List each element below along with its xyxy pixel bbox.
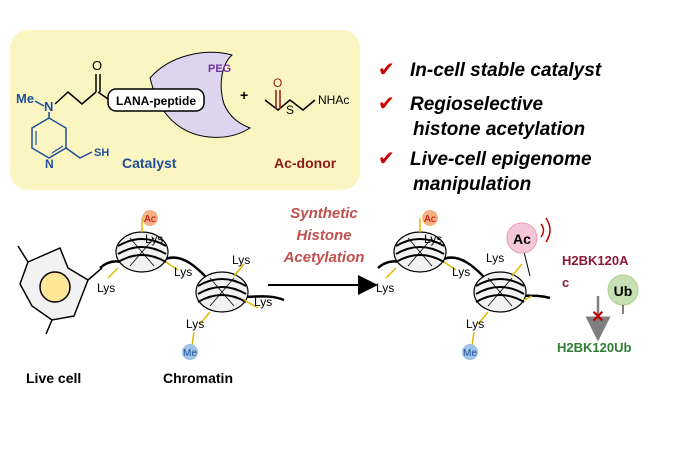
chromatin-label: Chromatin [163, 370, 233, 386]
alkyl-chain [54, 90, 97, 105]
catalyst-panel: PEG Me N O LANA-peptide N SH Catalyst + … [10, 30, 360, 190]
lys-label: Lys [424, 232, 442, 246]
pyridine-n-label: N [45, 157, 54, 171]
methyl-bond [34, 100, 45, 107]
carbonyl-o-label: O [92, 58, 102, 73]
feature-2-line-1: Regioselective [410, 94, 543, 115]
cell-nucleus [39, 271, 71, 303]
feature-1-line-1: In-cell stable catalyst [410, 60, 602, 81]
catalyst-label: Catalyst [122, 155, 177, 171]
h2b-ac-line-2: c [562, 275, 569, 290]
methyl-mark [182, 344, 198, 360]
thiol-label: SH [94, 147, 109, 159]
signal-wave-icon [545, 217, 551, 243]
lys-label: Lys [466, 317, 484, 331]
lys-label: Lys [486, 251, 504, 265]
live-cell-icon [17, 245, 103, 335]
arrow-text-1: Synthetic [290, 205, 358, 222]
block-x-icon: ✕ [591, 309, 604, 326]
nucleosome [473, 271, 527, 313]
peg-label: PEG [208, 63, 231, 75]
cell-process [87, 267, 103, 281]
h2b-ub-label: H2BK120Ub [557, 340, 631, 355]
lys-label: Lys [452, 265, 470, 279]
amine-n-label: N [44, 99, 53, 114]
acetyl-mark [422, 210, 438, 226]
donor-nhac-label: NHAc [318, 93, 349, 107]
lys-label: Lys [145, 232, 163, 246]
ac-label: Ac [424, 214, 436, 225]
me-label: Me [463, 348, 477, 359]
cell-process [17, 245, 29, 263]
pyridine-ring [31, 117, 67, 159]
check-icon: ✔ [378, 93, 395, 115]
live-cell-label: Live cell [26, 370, 81, 386]
thiol-chain [65, 147, 93, 159]
donor-o-label: O [273, 76, 282, 90]
methyl-label: Me [16, 91, 34, 106]
cell-process [45, 319, 53, 335]
chromatin-right: Ac Lys Lys Lys Lys Lys Me Ac [376, 210, 551, 360]
nucleosome [195, 271, 249, 313]
feature-3-line-1: Live-cell epigenome [410, 149, 592, 170]
arrow-text-2: Histone [296, 227, 351, 244]
arrow-text-3: Acetylation [283, 249, 365, 266]
lys-label: Lys [174, 265, 192, 279]
lys-label: Lys [186, 317, 204, 331]
lys-label: Lys [376, 281, 394, 295]
big-ac-label: Ac [513, 231, 531, 247]
me-label: Me [183, 348, 197, 359]
acetyl-mark [142, 210, 158, 226]
nucleosome [393, 231, 447, 273]
plus-sign: + [240, 87, 248, 103]
donor-label: Ac-donor [274, 155, 337, 171]
feature-list: ✔ In-cell stable catalyst ✔ Regioselecti… [378, 59, 602, 195]
lys-label: Lys [254, 295, 272, 309]
peptide-bond [97, 91, 109, 100]
check-icon: ✔ [378, 59, 395, 81]
feature-2-line-2: histone acetylation [413, 119, 585, 140]
nucleosome [115, 231, 169, 273]
h2b-panel: H2BK120A c ✕ Ub H2BK120Ub [557, 253, 639, 355]
feature-3-line-2: manipulation [413, 174, 531, 195]
lys-label: Lys [97, 281, 115, 295]
peptide-box [107, 88, 205, 112]
donor-chain [264, 99, 316, 111]
lys-label: Lys [232, 253, 250, 267]
signal-wave-icon [540, 223, 545, 238]
ring-double-bond-b [51, 145, 64, 154]
peptide-label: LANA-peptide [116, 94, 196, 108]
check-icon: ✔ [378, 148, 395, 170]
donor-s-label: S [286, 103, 294, 117]
ac-label: Ac [144, 214, 156, 225]
chromatin-left: Ac Lys Lys Lys Lys Lys Lys Me [97, 210, 285, 360]
ub-label: Ub [614, 283, 633, 299]
big-acetyl-mark [506, 222, 538, 254]
methyl-mark [462, 344, 478, 360]
ac-tether [523, 251, 531, 277]
h2b-ac-line-1: H2BK120A [562, 253, 629, 268]
